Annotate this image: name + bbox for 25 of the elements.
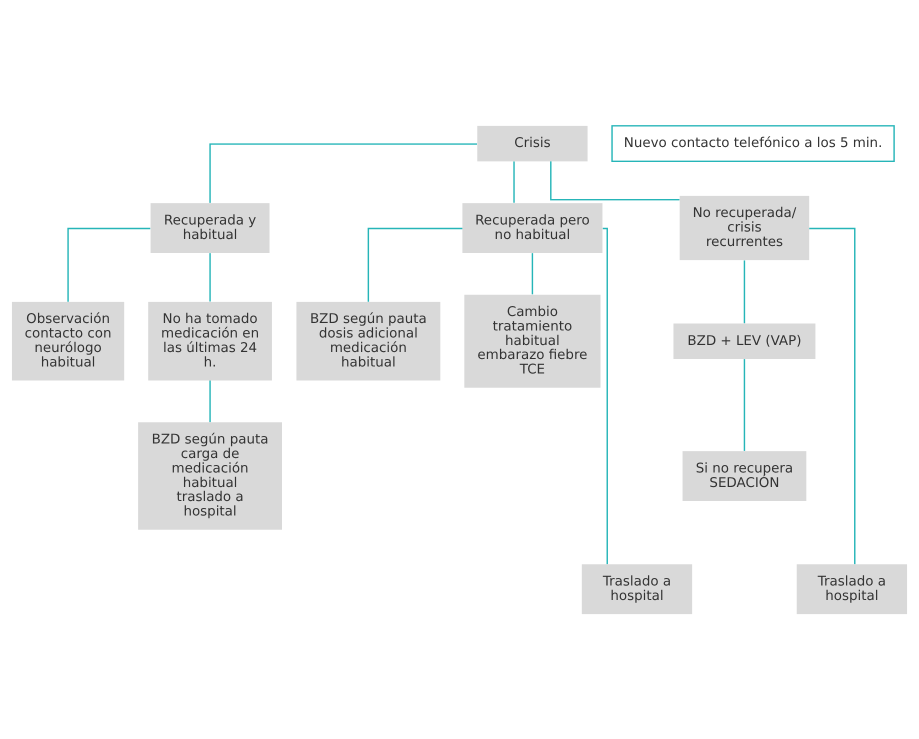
- connector: [368, 227, 462, 302]
- node-box: Observación contacto con neurólogo habitual: [12, 301, 124, 380]
- node-box: Nuevo contacto telefónico a los 5 min.: [611, 124, 895, 162]
- connector: [532, 252, 534, 294]
- connector: [550, 160, 680, 200]
- node-box: BZD según pauta dosis adicional medicación habitual: [296, 301, 440, 380]
- node-box: Recuperada y habitual: [150, 202, 270, 252]
- connector: [209, 142, 477, 202]
- connector: [513, 161, 515, 202]
- node-box: Traslado a hospital: [796, 564, 908, 614]
- connector: [209, 380, 211, 422]
- node-box: No ha tomado medicación en las últimas 24 h.: [148, 301, 272, 380]
- node-box: Traslado a hospital: [582, 564, 692, 614]
- node-box: No recuperada/ crisis recurrentes: [680, 195, 810, 260]
- node-box: Cambio tratamiento habitual embarazo fiebre TCE: [464, 294, 601, 388]
- node-box: Si no recupera SEDACIÓN: [682, 450, 806, 500]
- connector: [209, 252, 211, 301]
- node-box: Recuperada pero no habitual: [462, 202, 602, 252]
- connector: [809, 227, 856, 564]
- connector: [744, 358, 746, 450]
- connector: [67, 227, 150, 302]
- connector: [744, 260, 746, 323]
- node-box: BZD + LEV (VAP): [673, 322, 816, 358]
- node-box: Crisis: [477, 125, 588, 161]
- node-box: BZD según pauta carga de medicación habitual traslado a hospital: [138, 422, 282, 530]
